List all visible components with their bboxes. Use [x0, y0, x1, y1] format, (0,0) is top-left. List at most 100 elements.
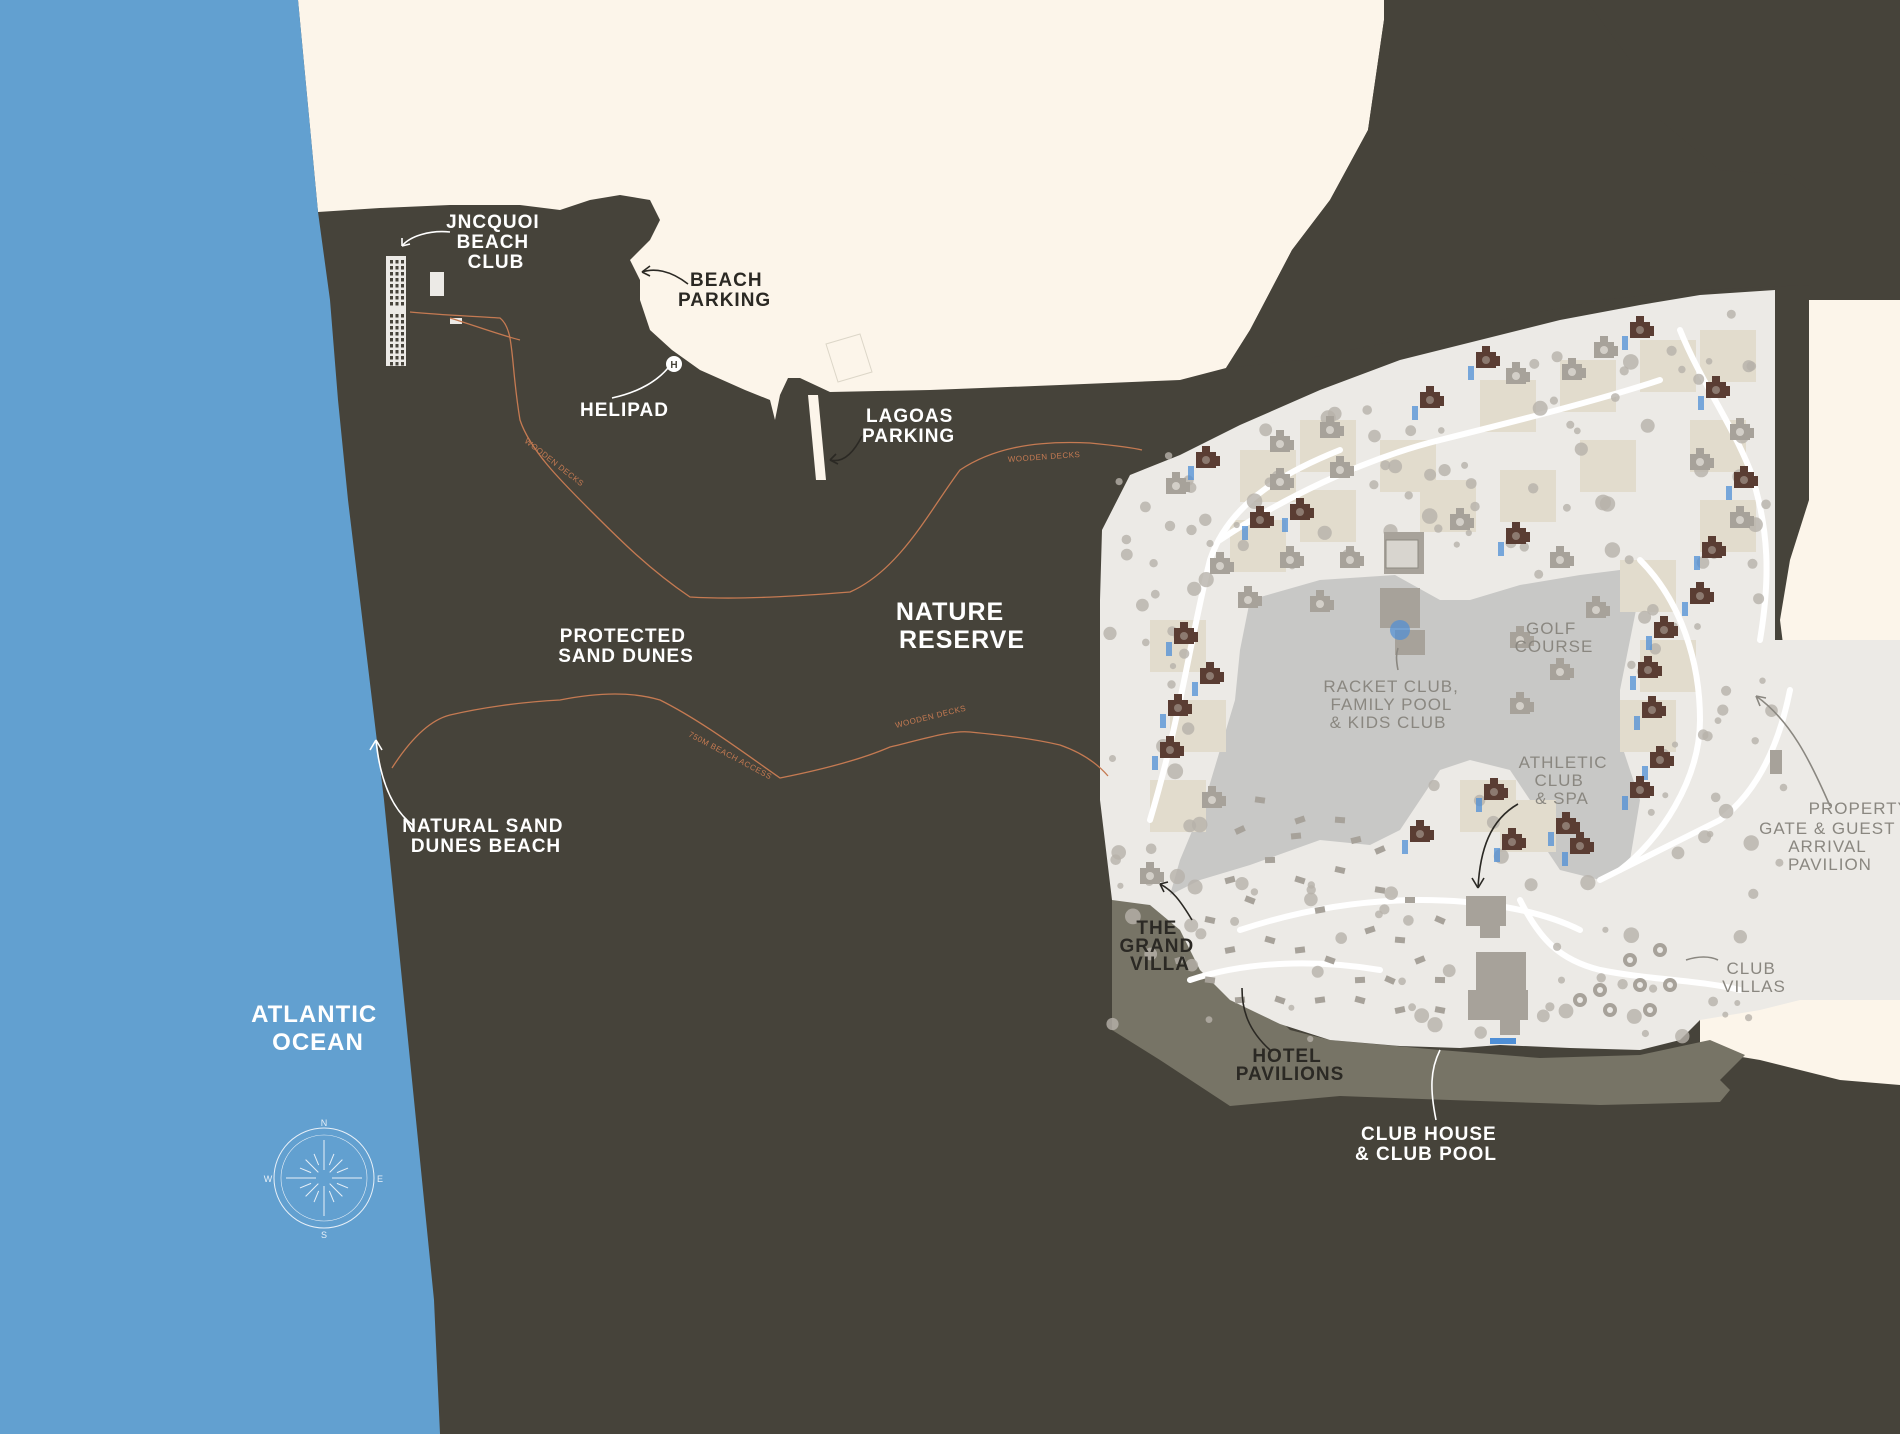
tree [1573, 427, 1581, 435]
tree [1106, 1017, 1119, 1031]
tree [1103, 626, 1117, 641]
tree [1595, 494, 1611, 511]
tree [1384, 886, 1398, 900]
tree [1205, 1016, 1213, 1023]
hotel-pavilion [1294, 815, 1306, 825]
tree [1403, 915, 1414, 926]
lounger [390, 272, 393, 276]
tree [1641, 1029, 1649, 1038]
tree [1759, 677, 1766, 684]
label-lagoas-parking: LAGOAS PARKING [862, 406, 960, 447]
lounger [401, 278, 404, 282]
tree [1761, 499, 1771, 510]
hotel-pavilion [1314, 996, 1326, 1004]
villas [1140, 316, 1758, 884]
villa [1160, 694, 1192, 728]
tree [1427, 1017, 1443, 1033]
villa [1622, 316, 1654, 350]
tree [1307, 1035, 1314, 1043]
label-racket-club: RACKET CLUB, FAMILY POOL & KIDS CLUB [1323, 677, 1464, 732]
label-golf-course: GOLF COURSE [1515, 619, 1594, 656]
tree [1678, 365, 1686, 374]
tree [1534, 569, 1544, 579]
hotel-pavilion [1414, 955, 1426, 965]
hotel-pavilion [1294, 875, 1306, 885]
label-helipad: HELIPAD [580, 400, 669, 421]
tree [1120, 548, 1133, 561]
compass-n: N [321, 1118, 328, 1128]
tree [1697, 729, 1709, 740]
label-athletic-club: ATHLETIC CLUB & SPA [1519, 753, 1614, 808]
tree [1368, 429, 1381, 443]
hotel-pavilion [1234, 825, 1246, 835]
golf-course [1170, 570, 1640, 895]
tree [1453, 541, 1460, 548]
villa [1476, 778, 1508, 812]
lounger [401, 266, 404, 270]
hotel-pavilion [1204, 916, 1216, 924]
villa [1320, 416, 1344, 438]
lounger [390, 344, 393, 348]
tree [1191, 816, 1208, 833]
villa [1642, 746, 1674, 780]
tree [1710, 792, 1721, 803]
villa [1682, 582, 1714, 616]
tree [1304, 892, 1318, 907]
racket-club-building [1380, 532, 1425, 655]
lounger [401, 344, 404, 348]
tree [1186, 524, 1197, 536]
tree [1751, 737, 1759, 745]
label-beach-parking: BEACH PARKING [678, 270, 771, 311]
label-arrows [369, 230, 1831, 1121]
villa [1562, 358, 1586, 380]
tree [1230, 916, 1240, 926]
club-villa [1633, 978, 1647, 992]
tree [1167, 680, 1176, 689]
tree [1596, 973, 1606, 983]
lounger [390, 260, 393, 264]
club-villa [1573, 993, 1587, 1007]
tree [1306, 885, 1316, 895]
tree [1666, 345, 1677, 356]
tree [1195, 928, 1207, 940]
tree [1647, 604, 1659, 616]
tree [1623, 354, 1639, 370]
tree [1206, 539, 1214, 548]
tree [1115, 478, 1123, 486]
hotel-pavilion [1334, 865, 1346, 875]
hotel-pavilion [1374, 886, 1386, 894]
hotel-pavilion [1434, 976, 1446, 984]
lounger [395, 296, 399, 300]
villa [1166, 472, 1190, 494]
tree [1117, 882, 1124, 889]
tree [1671, 846, 1685, 860]
tree [1649, 984, 1658, 993]
lounger [401, 350, 404, 354]
tree [1551, 351, 1563, 363]
villa [1550, 658, 1574, 680]
tree [1380, 460, 1391, 471]
club-villa [1663, 978, 1677, 992]
hotel-pavilion [1394, 1006, 1406, 1014]
tree [1486, 815, 1500, 829]
villa [1280, 546, 1304, 568]
lounger [390, 296, 393, 300]
tree [1259, 423, 1273, 437]
tree [1179, 648, 1190, 659]
lounger [401, 332, 404, 336]
tree [1198, 572, 1214, 588]
lounger [401, 320, 404, 324]
villa [1586, 596, 1610, 618]
tree [1765, 704, 1778, 717]
tree [1718, 803, 1734, 819]
tree [1705, 358, 1713, 365]
tree [1717, 704, 1729, 716]
tree [1438, 464, 1451, 477]
tree [1111, 845, 1126, 860]
map-labels: JNCQUOI BEACH CLUB BEACH PARKING HELIPAD… [251, 212, 1900, 1165]
tree [1335, 932, 1347, 944]
tree [1563, 503, 1571, 512]
club-villa [1623, 953, 1637, 967]
compass-w: W [264, 1174, 273, 1184]
